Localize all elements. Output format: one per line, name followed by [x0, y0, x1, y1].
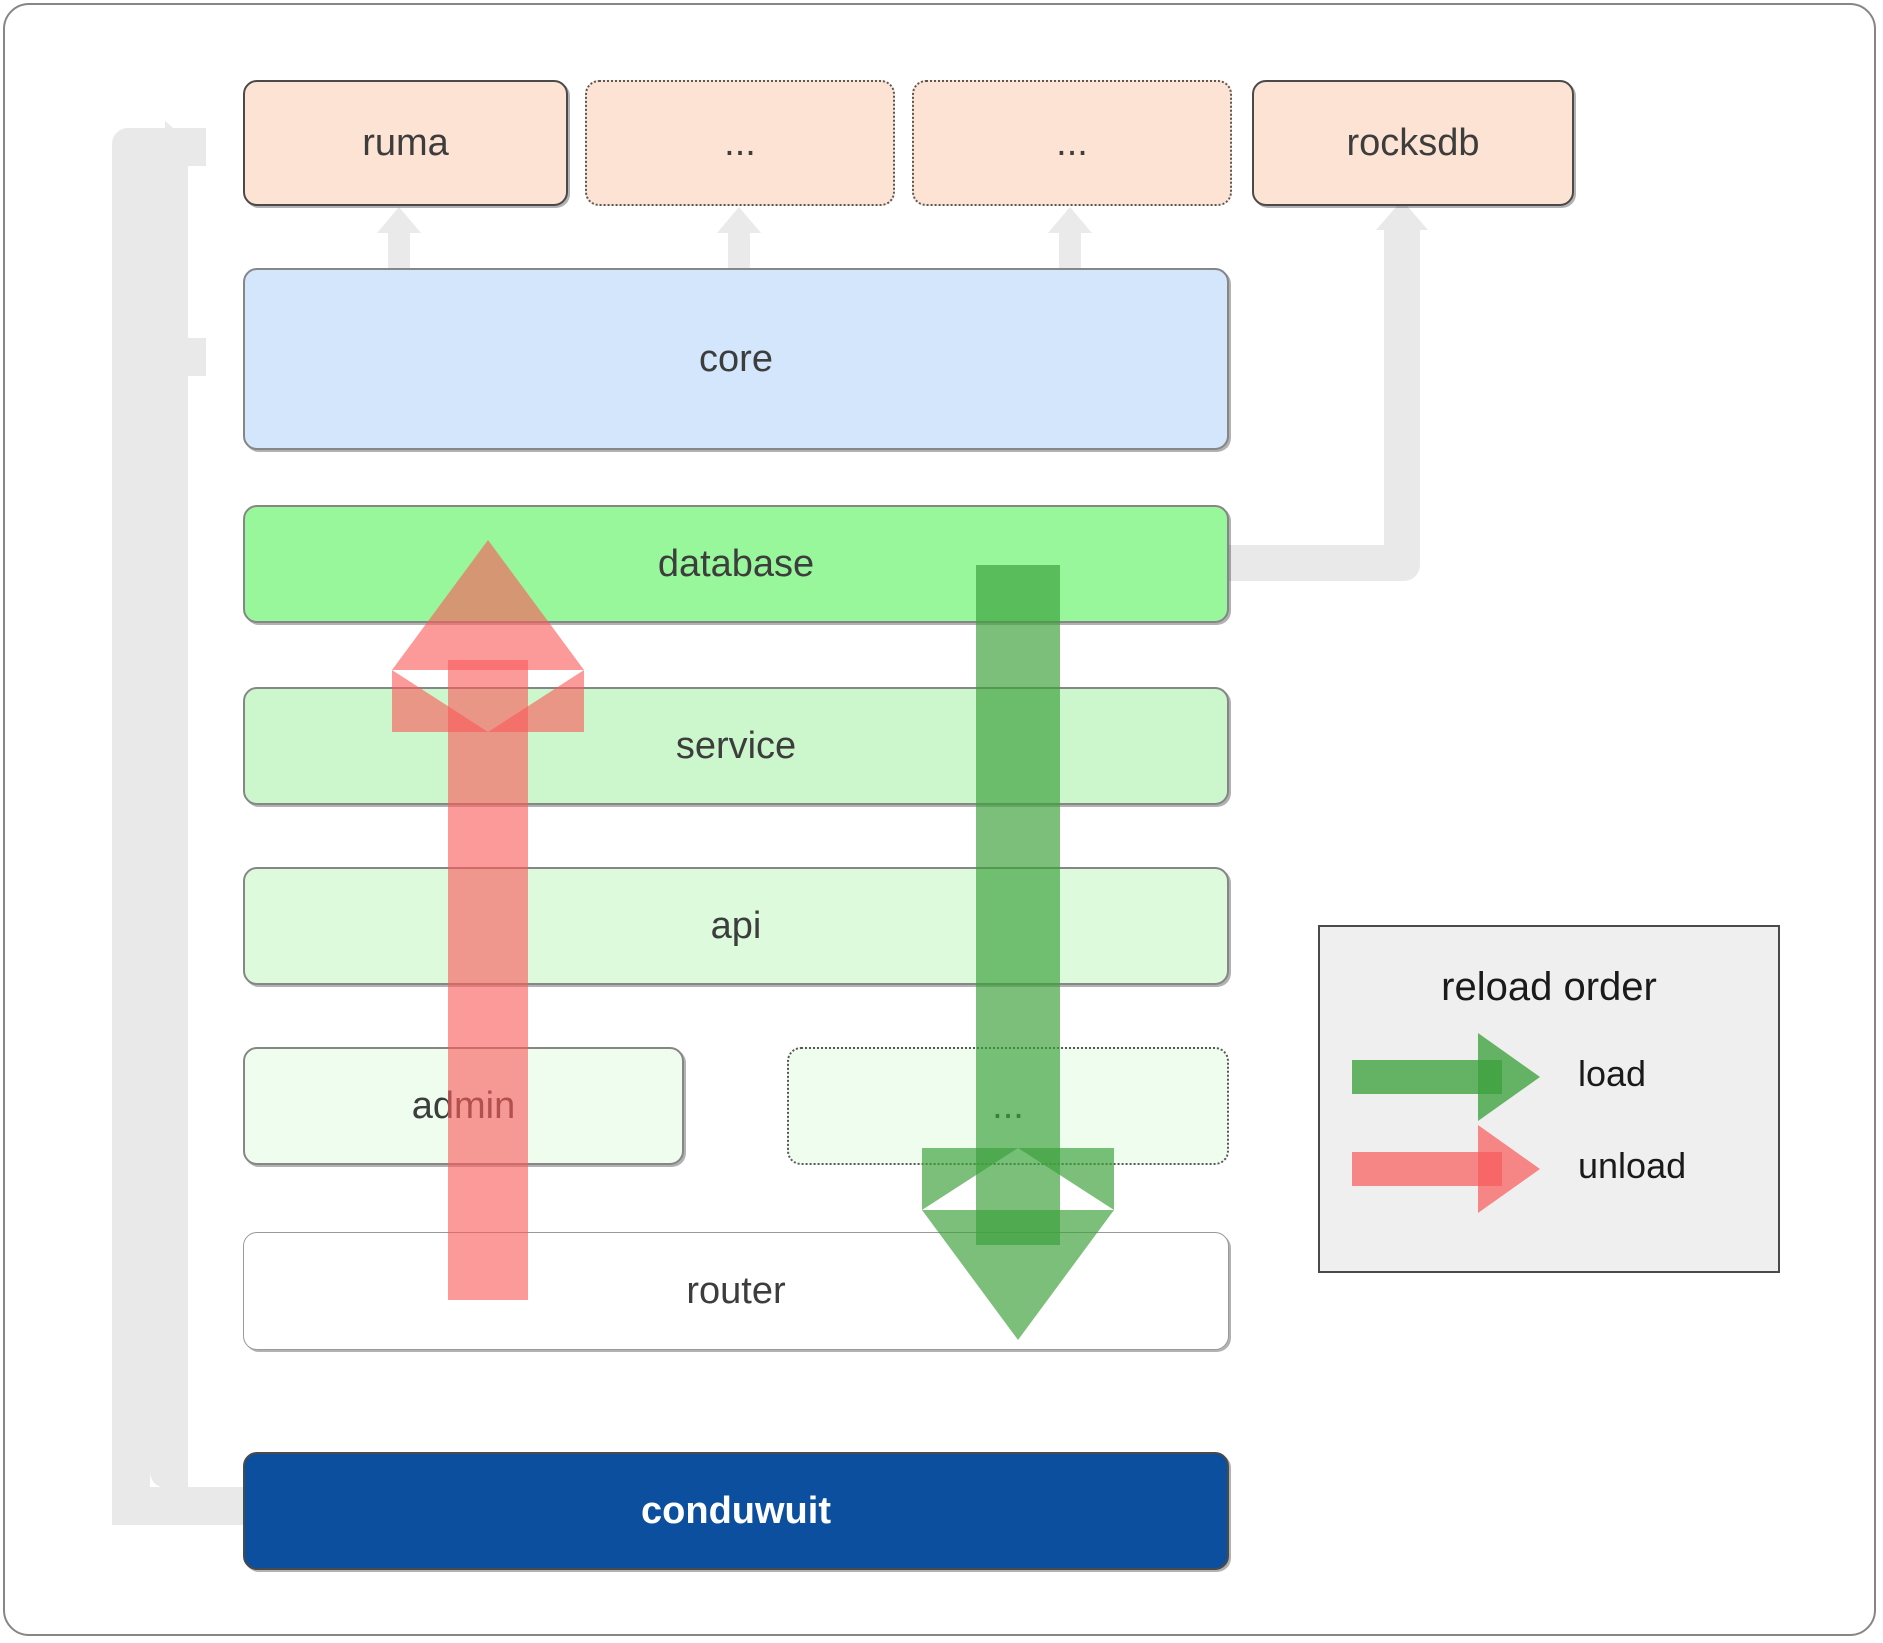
diagram-frame: [3, 3, 1876, 1636]
connector-to-conduwuit: [112, 1487, 247, 1525]
unload-arrow-shaft: [448, 660, 528, 1300]
crate-box-dots-1[interactable]: ...: [585, 80, 895, 206]
legend-unload-arrow-shaft: [1352, 1152, 1502, 1186]
unload-arrow-head-icon: [392, 540, 584, 670]
root-label-conduwuit: conduwuit: [641, 1489, 831, 1532]
unload-arrow-wing-left: [392, 670, 488, 732]
legend-label-load: load: [1578, 1053, 1647, 1094]
layer-box-api[interactable]: api: [243, 867, 1229, 985]
load-arrow-head-icon: [922, 1210, 1114, 1340]
crate-box-dots-2[interactable]: ...: [912, 80, 1232, 206]
layer-label-service: service: [675, 724, 797, 767]
crate-label-rocksdb: rocksdb: [1346, 121, 1480, 164]
layer-label-router: router: [686, 1269, 786, 1312]
legend-label-unload: unload: [1578, 1145, 1687, 1186]
crate-label-dots-2: ...: [1056, 121, 1088, 164]
layer-label-database: database: [657, 542, 815, 585]
layer-label-api: api: [710, 904, 762, 947]
legend-load-arrow-shaft: [1352, 1060, 1502, 1094]
layer-box-core[interactable]: core: [243, 268, 1229, 450]
core-to-ruma-arrow-icon: [377, 207, 421, 233]
core-to-dots1-arrow-icon: [717, 207, 761, 233]
layer-label-core: core: [699, 337, 773, 380]
layer-box-database[interactable]: database: [243, 505, 1229, 623]
legend-title: reload order: [1441, 965, 1657, 1009]
crate-label-dots-1: ...: [724, 121, 756, 164]
load-arrow-wing-left: [922, 1148, 1018, 1210]
connector-trunk-outer: [112, 128, 150, 1525]
crate-box-ruma[interactable]: ruma: [243, 80, 568, 206]
crate-label-ruma: ruma: [362, 121, 449, 164]
legend-panel: reload order load unload: [1318, 925, 1780, 1273]
core-to-dots2-arrow-icon: [1048, 207, 1092, 233]
layer-box-service[interactable]: service: [243, 687, 1229, 805]
connector-arrow-core-icon: [165, 331, 195, 383]
root-box-conduwuit[interactable]: conduwuit: [243, 1452, 1229, 1570]
load-arrow-shaft: [976, 565, 1060, 1245]
crate-box-rocksdb[interactable]: rocksdb: [1252, 80, 1574, 206]
connector-arrow-ruma-icon: [165, 121, 195, 173]
legend-unload-arrow-head-icon: [1478, 1125, 1540, 1213]
load-arrow-wing-right: [1018, 1148, 1114, 1210]
unload-arrow-wing-right: [488, 670, 584, 732]
connector-database-to-rocksdb-vertical: [1384, 230, 1420, 560]
legend-load-arrow-head-icon: [1478, 1033, 1540, 1121]
